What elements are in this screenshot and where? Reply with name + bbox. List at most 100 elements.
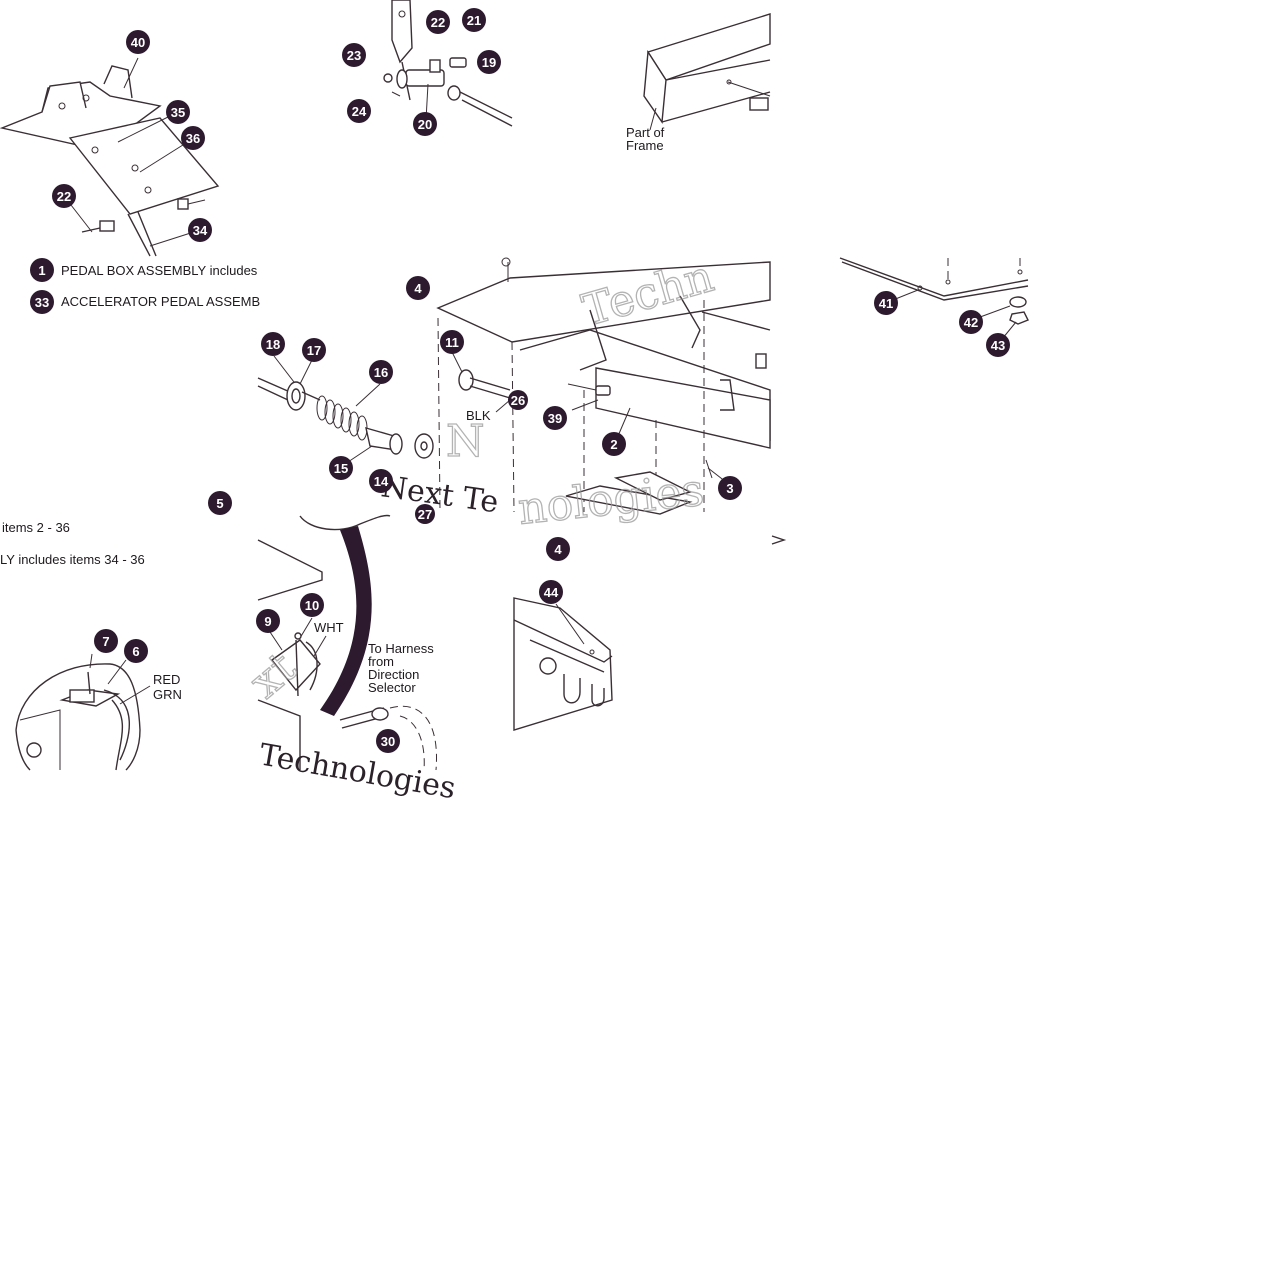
- svg-text:27: 27: [418, 507, 432, 522]
- pivot-pin-drawing: [383, 0, 513, 127]
- label-harness-2: from: [368, 654, 394, 669]
- svg-text:6: 6: [132, 644, 139, 659]
- callout-2: 2: [602, 432, 626, 456]
- svg-text:15: 15: [334, 461, 348, 476]
- spring-assembly-drawing: [257, 351, 511, 467]
- callout-19: 19: [477, 50, 501, 74]
- legend-items-34-36: LY includes items 34 - 36: [0, 552, 145, 567]
- switch-detail-drawing: [15, 653, 151, 771]
- svg-text:4: 4: [554, 542, 562, 557]
- harness-detail-drawing: [257, 514, 438, 771]
- svg-text:41: 41: [879, 296, 893, 311]
- svg-text:14: 14: [374, 474, 389, 489]
- svg-text:3: 3: [726, 481, 733, 496]
- callout-9: 9: [256, 609, 280, 633]
- label-harness-4: Selector: [368, 680, 416, 695]
- label-grn: GRN: [153, 687, 182, 702]
- svg-text:33: 33: [35, 295, 49, 310]
- callout-22b: 22: [426, 10, 450, 34]
- label-harness-3: Direction: [368, 667, 419, 682]
- svg-text:26: 26: [511, 393, 525, 408]
- svg-text:10: 10: [305, 598, 319, 613]
- callout-40: 40: [126, 30, 150, 54]
- callout-17: 17: [302, 338, 326, 362]
- callout-26: 26: [508, 390, 528, 410]
- callout-11: 11: [440, 330, 464, 354]
- callout-23: 23: [342, 43, 366, 67]
- callout-39: 39: [543, 406, 567, 430]
- callout-5: 5: [208, 491, 232, 515]
- svg-text:42: 42: [964, 315, 978, 330]
- svg-text:7: 7: [102, 634, 109, 649]
- callout-20: 20: [413, 112, 437, 136]
- svg-text:22: 22: [431, 15, 445, 30]
- callout-1: 1: [30, 258, 54, 282]
- floor-plate-drawing: [771, 257, 1029, 545]
- svg-text:40: 40: [131, 35, 145, 50]
- watermark-text: Techn: [577, 251, 719, 337]
- svg-text:43: 43: [991, 338, 1005, 353]
- watermark: Techn N Next Te nologies xt Technologies: [240, 250, 720, 806]
- callout-33: 33: [30, 290, 54, 314]
- label-frame: Frame: [626, 138, 664, 153]
- callout-14: 14: [369, 469, 393, 493]
- svg-text:1: 1: [38, 263, 45, 278]
- label-wht: WHT: [314, 620, 344, 635]
- label-blk: BLK: [466, 408, 491, 423]
- svg-text:35: 35: [171, 105, 185, 120]
- callout-15: 15: [329, 456, 353, 480]
- callout-4: 4: [406, 276, 430, 300]
- svg-text:34: 34: [193, 223, 208, 238]
- svg-text:44: 44: [544, 585, 559, 600]
- callout-24: 24: [347, 99, 371, 123]
- bracket-drawing: [513, 597, 613, 731]
- svg-text:17: 17: [307, 343, 321, 358]
- svg-text:4: 4: [414, 281, 422, 296]
- callout-21: 21: [462, 8, 486, 32]
- svg-text:24: 24: [352, 104, 367, 119]
- label-red: RED: [153, 672, 180, 687]
- svg-text:23: 23: [347, 48, 361, 63]
- svg-text:36: 36: [186, 131, 200, 146]
- pedal-box-drawing: [0, 57, 220, 257]
- svg-text:11: 11: [445, 335, 459, 350]
- callout-44: 44: [539, 580, 563, 604]
- callout-35: 35: [166, 100, 190, 124]
- watermark-text: nologies: [516, 465, 707, 535]
- svg-text:18: 18: [266, 337, 280, 352]
- svg-text:30: 30: [381, 734, 395, 749]
- callout-7: 7: [94, 629, 118, 653]
- callout-10: 10: [300, 593, 324, 617]
- callout-36: 36: [181, 126, 205, 150]
- callout-16: 16: [369, 360, 393, 384]
- callout-3: 3: [718, 476, 742, 500]
- main-assembly-drawing: [436, 257, 771, 515]
- callout-43: 43: [986, 333, 1010, 357]
- callout-6: 6: [124, 639, 148, 663]
- legend-accelerator: ACCELERATOR PEDAL ASSEMB: [61, 294, 260, 309]
- callout-42: 42: [959, 310, 983, 334]
- svg-text:22: 22: [57, 189, 71, 204]
- svg-text:19: 19: [482, 55, 496, 70]
- svg-text:9: 9: [264, 614, 271, 629]
- callout-41: 41: [874, 291, 898, 315]
- svg-text:39: 39: [548, 411, 562, 426]
- callout-27: 27: [415, 504, 435, 524]
- watermark-text: Next Te: [379, 469, 501, 520]
- svg-text:5: 5: [216, 496, 223, 511]
- legend-pedal-box: PEDAL BOX ASSEMBLY includes: [61, 263, 258, 278]
- watermark-text: Technologies: [257, 737, 459, 806]
- callout-22: 22: [52, 184, 76, 208]
- legend-items-2-36: items 2 - 36: [2, 520, 70, 535]
- svg-text:16: 16: [374, 365, 388, 380]
- callout-4b: 4: [546, 537, 570, 561]
- callout-34: 34: [188, 218, 212, 242]
- svg-text:2: 2: [610, 437, 617, 452]
- callout-30: 30: [376, 729, 400, 753]
- label-part-of: Part of: [626, 125, 665, 140]
- label-harness-1: To Harness: [368, 641, 434, 656]
- callout-18: 18: [261, 332, 285, 356]
- watermark-text: N: [446, 416, 485, 467]
- svg-text:20: 20: [418, 117, 432, 132]
